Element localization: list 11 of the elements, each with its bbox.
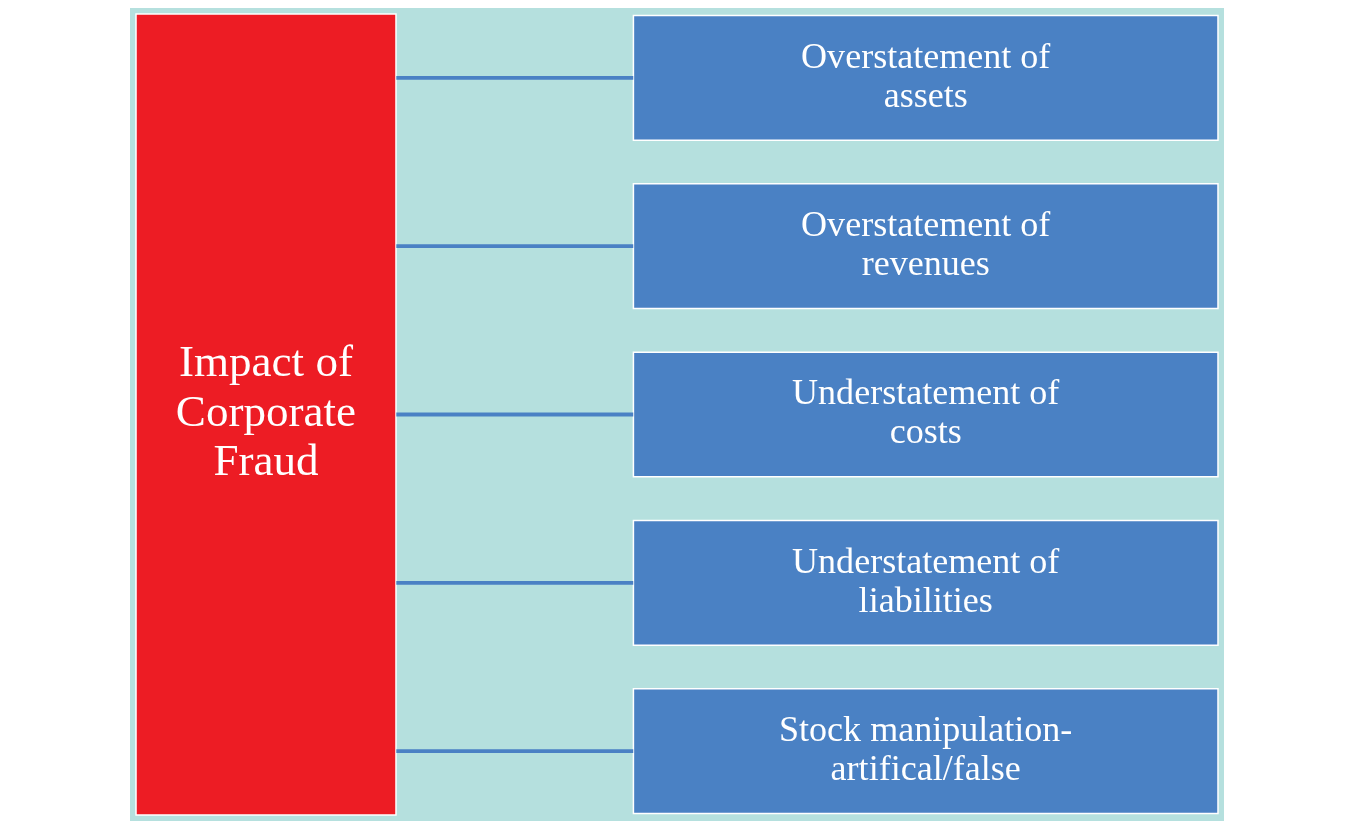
- connector: [395, 749, 633, 753]
- node-box: Understatement of costs: [632, 351, 1219, 478]
- node-box: Stock manipulation- artifical/false: [632, 688, 1219, 815]
- connector: [395, 412, 633, 417]
- node-box: Understatement of liabilities: [632, 519, 1219, 646]
- node-box: Overstatement of assets: [632, 14, 1219, 141]
- node-box: Overstatement of revenues: [632, 183, 1219, 310]
- connector: [395, 580, 633, 585]
- connector: [395, 244, 633, 249]
- connector: [395, 76, 633, 80]
- node-box: Impact of Corporate Fraud: [134, 13, 397, 816]
